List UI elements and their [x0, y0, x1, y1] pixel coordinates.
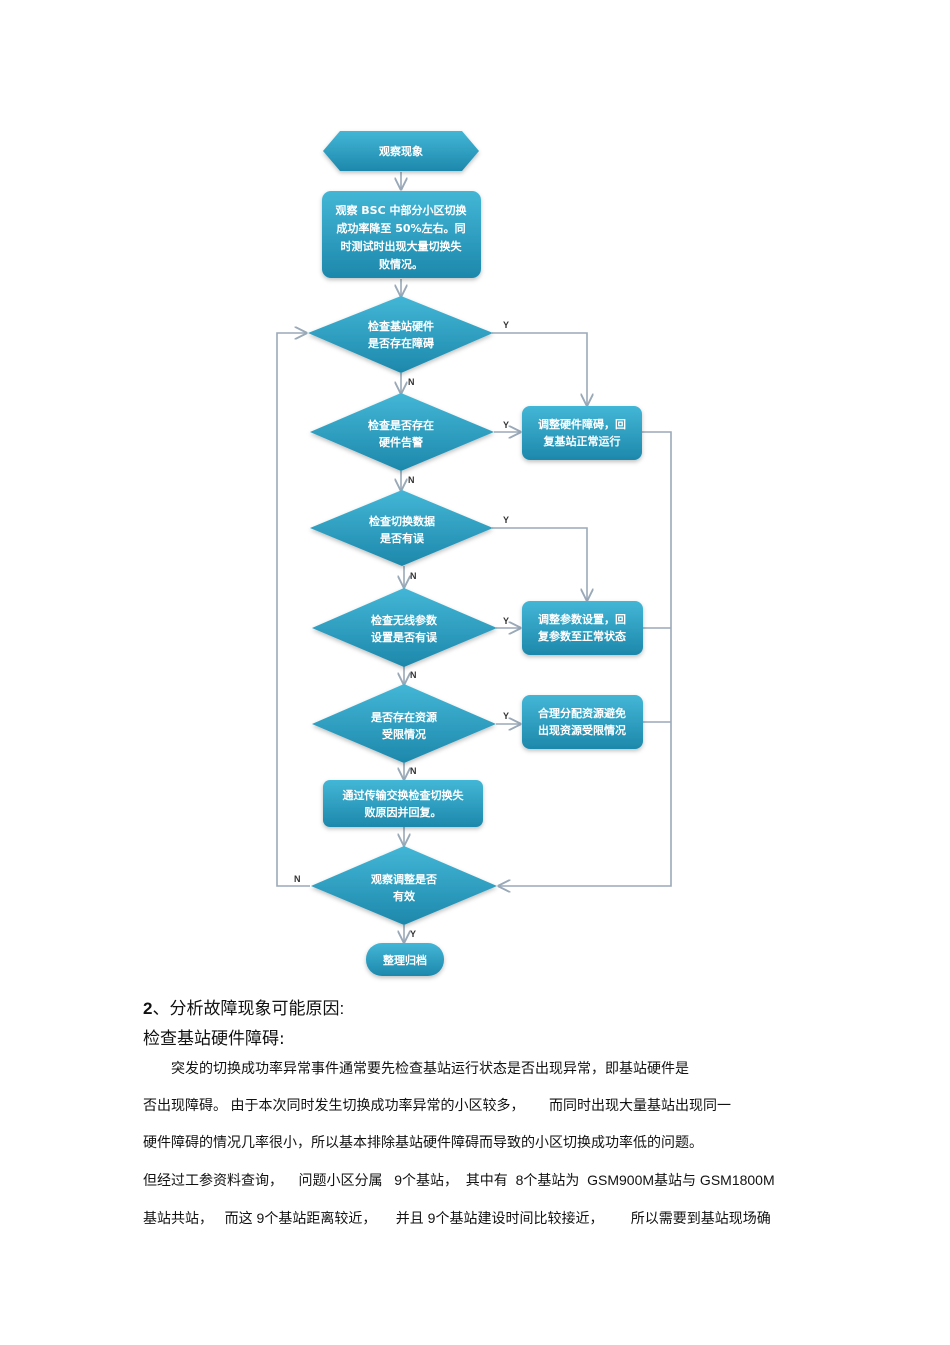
node-end: 整理归档	[366, 943, 444, 976]
node-d6-line-0: 观察调整是否	[371, 872, 437, 886]
d3-decision-shape	[310, 490, 493, 566]
paragraph-line: 基站共站， 而这 9个基站距离较近， 并且 9个基站建设时间比较接近， 所以需要…	[143, 1210, 771, 1226]
node-p-param-line-0: 调整参数设置，回	[538, 612, 626, 626]
node-d1: 检查基站硬件 是否存在障碍	[308, 296, 493, 373]
node-p-trans: 通过传输交换检查切换失 败原因并回复。	[323, 780, 483, 827]
node-observe: 观察 BSC 中部分小区切换 成功率降至 50%左右。同 时测试时出现大量切换失…	[322, 191, 481, 278]
label-d1-no: N	[408, 377, 415, 387]
node-p-res-line-0: 合理分配资源避免	[538, 706, 626, 720]
node-p-hw: 调整硬件障碍，回 复基站正常运行	[522, 406, 642, 460]
node-d4-line-0: 检查无线参数	[371, 613, 438, 627]
node-d1-line-1: 是否存在障碍	[367, 336, 434, 350]
node-d5: 是否存在资源 受限情况	[312, 684, 496, 763]
node-p-param-line-1: 复参数至正常状态	[537, 629, 626, 643]
d2-decision-shape	[310, 393, 494, 471]
node-d4: 检查无线参数 设置是否有误	[312, 588, 497, 667]
subheading: 检查基站硬件障碍:	[143, 1029, 285, 1049]
connector-d1-phw-yes	[492, 332, 587, 405]
section-title: 、分析故障现象可能原因:	[152, 999, 345, 1018]
label-d2-no: N	[408, 475, 415, 485]
section-heading: 2、分析故障现象可能原因:	[143, 994, 823, 1019]
label-d5-yes: Y	[503, 711, 509, 721]
node-d3-line-0: 检查切换数据	[369, 514, 435, 528]
d6-decision-shape	[311, 846, 497, 925]
label-d4-yes: Y	[503, 616, 509, 626]
connectors	[276, 172, 672, 942]
label-d3-yes: Y	[503, 515, 509, 525]
node-d2-line-1: 硬件告警	[379, 435, 423, 449]
node-p-hw-line-0: 调整硬件障碍，回	[538, 417, 626, 431]
node-observe-line-0: 观察 BSC 中部分小区切换	[335, 203, 467, 217]
node-observe-line-2: 时测试时出现大量切换失	[341, 239, 463, 253]
node-p-res: 合理分配资源避免 出现资源受限情况	[522, 695, 643, 749]
label-d3-no: N	[410, 571, 417, 581]
label-d6-yes: Y	[410, 929, 416, 939]
node-observe-line-3: 败情况。	[379, 257, 423, 271]
p-hw-process-shape	[522, 406, 642, 460]
node-p-res-line-1: 出现资源受限情况	[538, 723, 626, 737]
label-d2-yes: Y	[503, 420, 509, 430]
connector-d3-pparam-yes	[492, 527, 587, 600]
connector-right-bus	[499, 431, 672, 886]
node-d6-line-1: 有效	[393, 889, 416, 903]
node-end-line-0: 整理归档	[382, 953, 427, 967]
node-p-param: 调整参数设置，回 复参数至正常状态	[522, 601, 643, 655]
connector-d6-loop-no	[276, 333, 310, 887]
label-d1-yes: Y	[503, 320, 509, 330]
node-d1-line-0: 检查基站硬件	[368, 319, 434, 333]
p-res-process-shape	[522, 695, 643, 749]
node-d5-line-0: 是否存在资源	[370, 710, 437, 724]
paragraph-line: 否出现障碍。 由于本次同时发生切换成功率异常的小区较多， 而同时出现大量基站出现…	[143, 1099, 731, 1114]
node-d6: 观察调整是否 有效	[311, 846, 497, 925]
node-d3-line-1: 是否有误	[379, 531, 425, 545]
node-d2: 检查是否存在 硬件告警	[310, 393, 494, 471]
d4-decision-shape	[312, 588, 497, 667]
node-p-hw-line-1: 复基站正常运行	[543, 434, 621, 448]
end-terminal-shape	[366, 943, 444, 976]
node-d3: 检查切换数据 是否有误	[310, 490, 493, 566]
edge-labels: Y N Y N Y N Y N Y N N Y	[294, 320, 509, 939]
label-d6-no: N	[294, 874, 301, 884]
node-p-trans-line-1: 败原因并回复。	[365, 805, 442, 819]
node-p-trans-line-0: 通过传输交换检查切换失	[343, 788, 465, 802]
node-start-line-0: 观察现象	[379, 144, 423, 158]
label-d5-no: N	[410, 766, 417, 776]
label-d4-no: N	[410, 670, 417, 680]
node-d4-line-1: 设置是否有误	[371, 630, 438, 644]
troubleshooting-flowchart: Y N Y N Y N Y N Y N N Y 观察现象 观察 BSC 中部分小…	[276, 131, 672, 976]
section-number: 2	[143, 999, 153, 1018]
p-param-process-shape	[522, 601, 643, 655]
node-start: 观察现象	[323, 131, 479, 171]
node-d2-line-0: 检查是否存在	[368, 418, 434, 432]
node-d5-line-1: 受限情况	[382, 727, 426, 741]
p-trans-process-shape	[323, 780, 483, 827]
paragraph-line: 硬件障碍的情况几率很小，所以基本排除基站硬件障碍而导致的小区切换成功率低的问题。	[143, 1136, 703, 1151]
observe-process-shape	[322, 191, 481, 278]
d5-decision-shape	[312, 684, 496, 763]
start-hexagon-shape	[323, 131, 479, 171]
d1-decision-shape	[308, 296, 493, 373]
paragraph-line: 但经过工参资料查询， 问题小区分属 9个基站， 其中有 8个基站为 GSM900…	[143, 1172, 775, 1188]
node-observe-line-1: 成功率降至 50%左右。同	[336, 221, 465, 235]
paragraph-line: 突发的切换成功率异常事件通常要先检查基站运行状态是否出现异常，即基站硬件是	[143, 1062, 689, 1077]
